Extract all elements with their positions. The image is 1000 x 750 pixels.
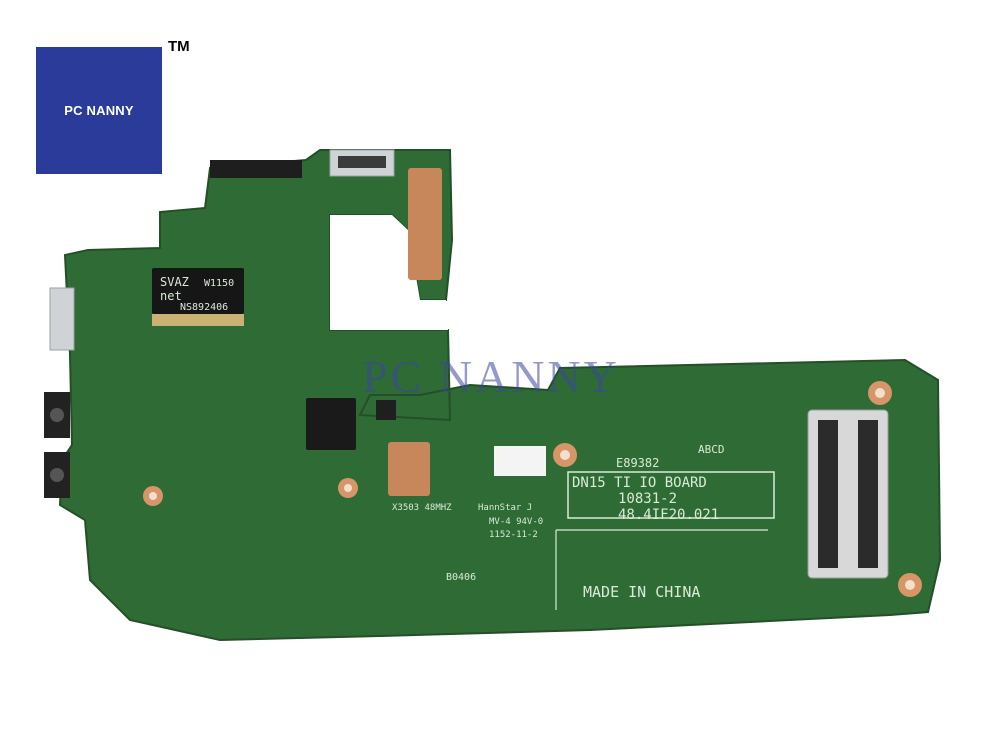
copper-pad-bottom: [388, 442, 430, 496]
board-title-line2: 10831-2: [618, 491, 677, 507]
lan-transformer: [152, 268, 244, 314]
date-label: 1152-11-2: [489, 530, 538, 540]
small-chip: [376, 400, 396, 420]
usb-port-left: [49, 287, 75, 351]
maker-label: HannStar J: [478, 503, 532, 513]
copper-pad: [408, 168, 442, 280]
made-in-label: MADE IN CHINA: [583, 583, 700, 601]
board-title-line1: DN15 TI IO BOARD: [572, 475, 707, 491]
controller-chip: [306, 398, 356, 450]
lan-brand-label: SVAZ: [160, 275, 189, 289]
lan-pins: [152, 314, 244, 326]
board-title-line3: 48.4IF20.021: [618, 507, 719, 523]
lan-model-b-label: NS892406: [180, 302, 228, 313]
brand-logo: PC NANNY: [36, 47, 162, 174]
freq-label: X3503 48MHZ: [392, 503, 452, 513]
watermark-text: PC NANNY: [362, 351, 620, 402]
part-code-label: E89382: [616, 456, 659, 470]
title-frame: [567, 471, 775, 519]
pcb-cutout: [330, 215, 448, 330]
lan-model-a-label: W1150: [204, 278, 234, 289]
abcd-label: ABCD: [698, 443, 725, 456]
brand-logo-text: PC NANNY: [64, 103, 134, 118]
rating-label: MV-4 94V-0: [489, 517, 543, 527]
trademark-symbol: TM: [168, 38, 190, 55]
stamp-label: B0406: [446, 572, 476, 583]
blank-label: [494, 446, 546, 476]
top-connector: [210, 160, 302, 178]
lan-brand-b-label: net: [160, 289, 182, 303]
